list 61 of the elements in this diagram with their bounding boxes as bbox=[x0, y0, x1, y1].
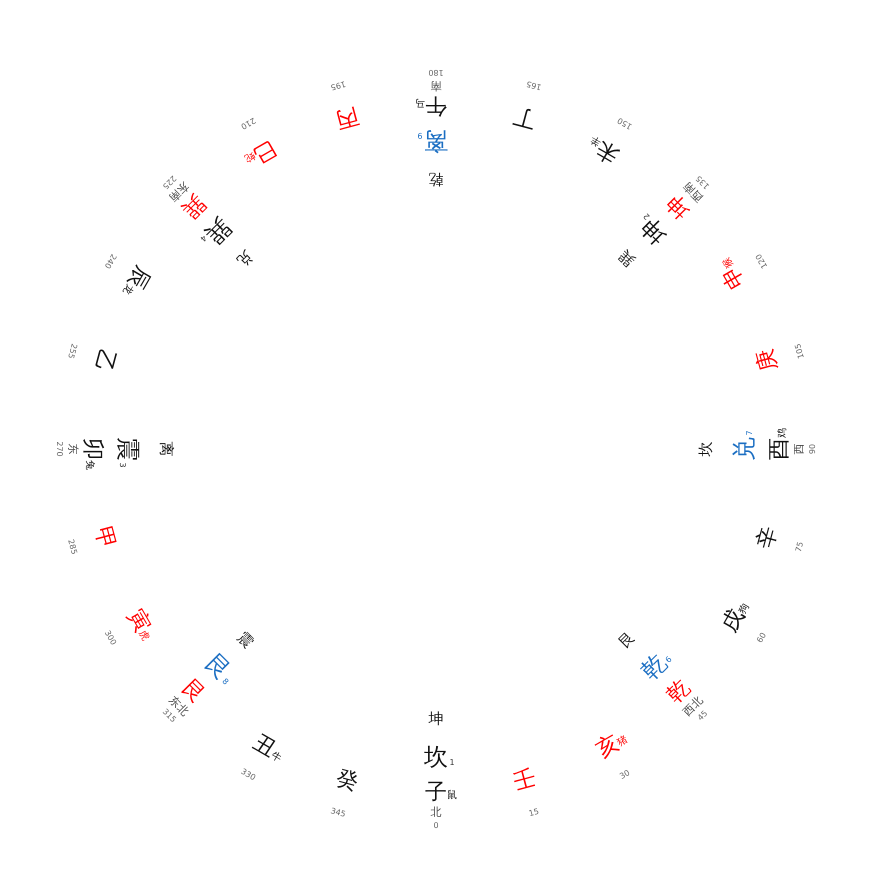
inner-trigram-character: 巽 bbox=[616, 247, 638, 269]
trigram-character: 震 bbox=[116, 437, 140, 461]
degree-label: 345 bbox=[330, 807, 347, 819]
degree-label: 30 bbox=[618, 769, 631, 782]
zodiac-animal-label: 猴 bbox=[722, 254, 736, 268]
degree-label: 195 bbox=[330, 79, 347, 91]
degree-label: 285 bbox=[66, 538, 78, 555]
degree-label: 315 bbox=[161, 707, 178, 724]
mountain-character: 子 bbox=[425, 782, 447, 804]
inner-trigram-character: 兑 bbox=[234, 247, 256, 269]
mountain-character: 丙 bbox=[333, 103, 360, 130]
direction-label: 西 bbox=[794, 444, 804, 454]
inner-trigram-character: 艮 bbox=[616, 629, 638, 651]
trigram-number: 7 bbox=[746, 430, 754, 436]
degree-label: 150 bbox=[616, 115, 634, 130]
mountain-character: 酉 bbox=[769, 438, 791, 460]
degree-label: 45 bbox=[696, 709, 709, 722]
direction-label: 东 bbox=[68, 444, 78, 454]
direction-label: 北 bbox=[430, 806, 442, 818]
degree-label: 105 bbox=[794, 343, 806, 360]
degree-label: 0 bbox=[433, 822, 439, 830]
trigram-character: 坎 bbox=[424, 745, 448, 769]
trigram-number: 9 bbox=[417, 131, 423, 139]
inner-trigram-character: 震 bbox=[234, 629, 256, 651]
trigram-number: 4 bbox=[198, 234, 208, 243]
mountain-character: 癸 bbox=[333, 768, 360, 795]
degree-label: 15 bbox=[528, 808, 540, 818]
zodiac-animal-label: 鸡 bbox=[778, 428, 788, 438]
zodiac-animal-label: 马 bbox=[415, 97, 425, 107]
degree-label: 180 bbox=[428, 68, 444, 76]
trigram-number: 3 bbox=[118, 462, 126, 468]
degree-label: 165 bbox=[525, 79, 542, 91]
mountain-character: 甲 bbox=[90, 524, 118, 552]
mountain-character: 庚 bbox=[754, 346, 782, 374]
degree-label: 270 bbox=[55, 441, 63, 457]
degree-label: 255 bbox=[66, 343, 78, 360]
zodiac-animal-label: 鼠 bbox=[447, 791, 457, 801]
degree-label: 210 bbox=[238, 115, 256, 130]
degree-label: 60 bbox=[756, 631, 768, 644]
mountain-character: 辛 bbox=[754, 524, 782, 552]
mountain-character: 乙 bbox=[90, 346, 118, 374]
trigram-number: 2 bbox=[642, 211, 652, 220]
mountain-character: 午 bbox=[425, 94, 447, 116]
zodiac-animal-label: 兔 bbox=[84, 460, 94, 470]
degree-label: 135 bbox=[694, 174, 711, 191]
degree-label: 90 bbox=[809, 444, 817, 454]
inner-trigram-character: 坤 bbox=[428, 712, 444, 726]
trigram-number: 1 bbox=[449, 759, 455, 767]
direction-label: 南 bbox=[430, 80, 442, 92]
inner-trigram-character: 坎 bbox=[698, 442, 714, 456]
trigram-number: 8 bbox=[220, 678, 230, 687]
inner-trigram-character: 乾 bbox=[428, 172, 444, 186]
mountain-character: 卯 bbox=[81, 438, 103, 460]
mountain-character: 丁 bbox=[512, 103, 538, 130]
trigram-character: 兑 bbox=[732, 437, 756, 461]
degree-label: 75 bbox=[794, 540, 806, 553]
zodiac-animal-label: 虎 bbox=[136, 630, 150, 644]
degree-label: 330 bbox=[238, 768, 256, 783]
mountain-character: 壬 bbox=[512, 768, 538, 795]
trigram-character: 离 bbox=[424, 129, 448, 153]
inner-trigram-character: 离 bbox=[158, 442, 174, 456]
